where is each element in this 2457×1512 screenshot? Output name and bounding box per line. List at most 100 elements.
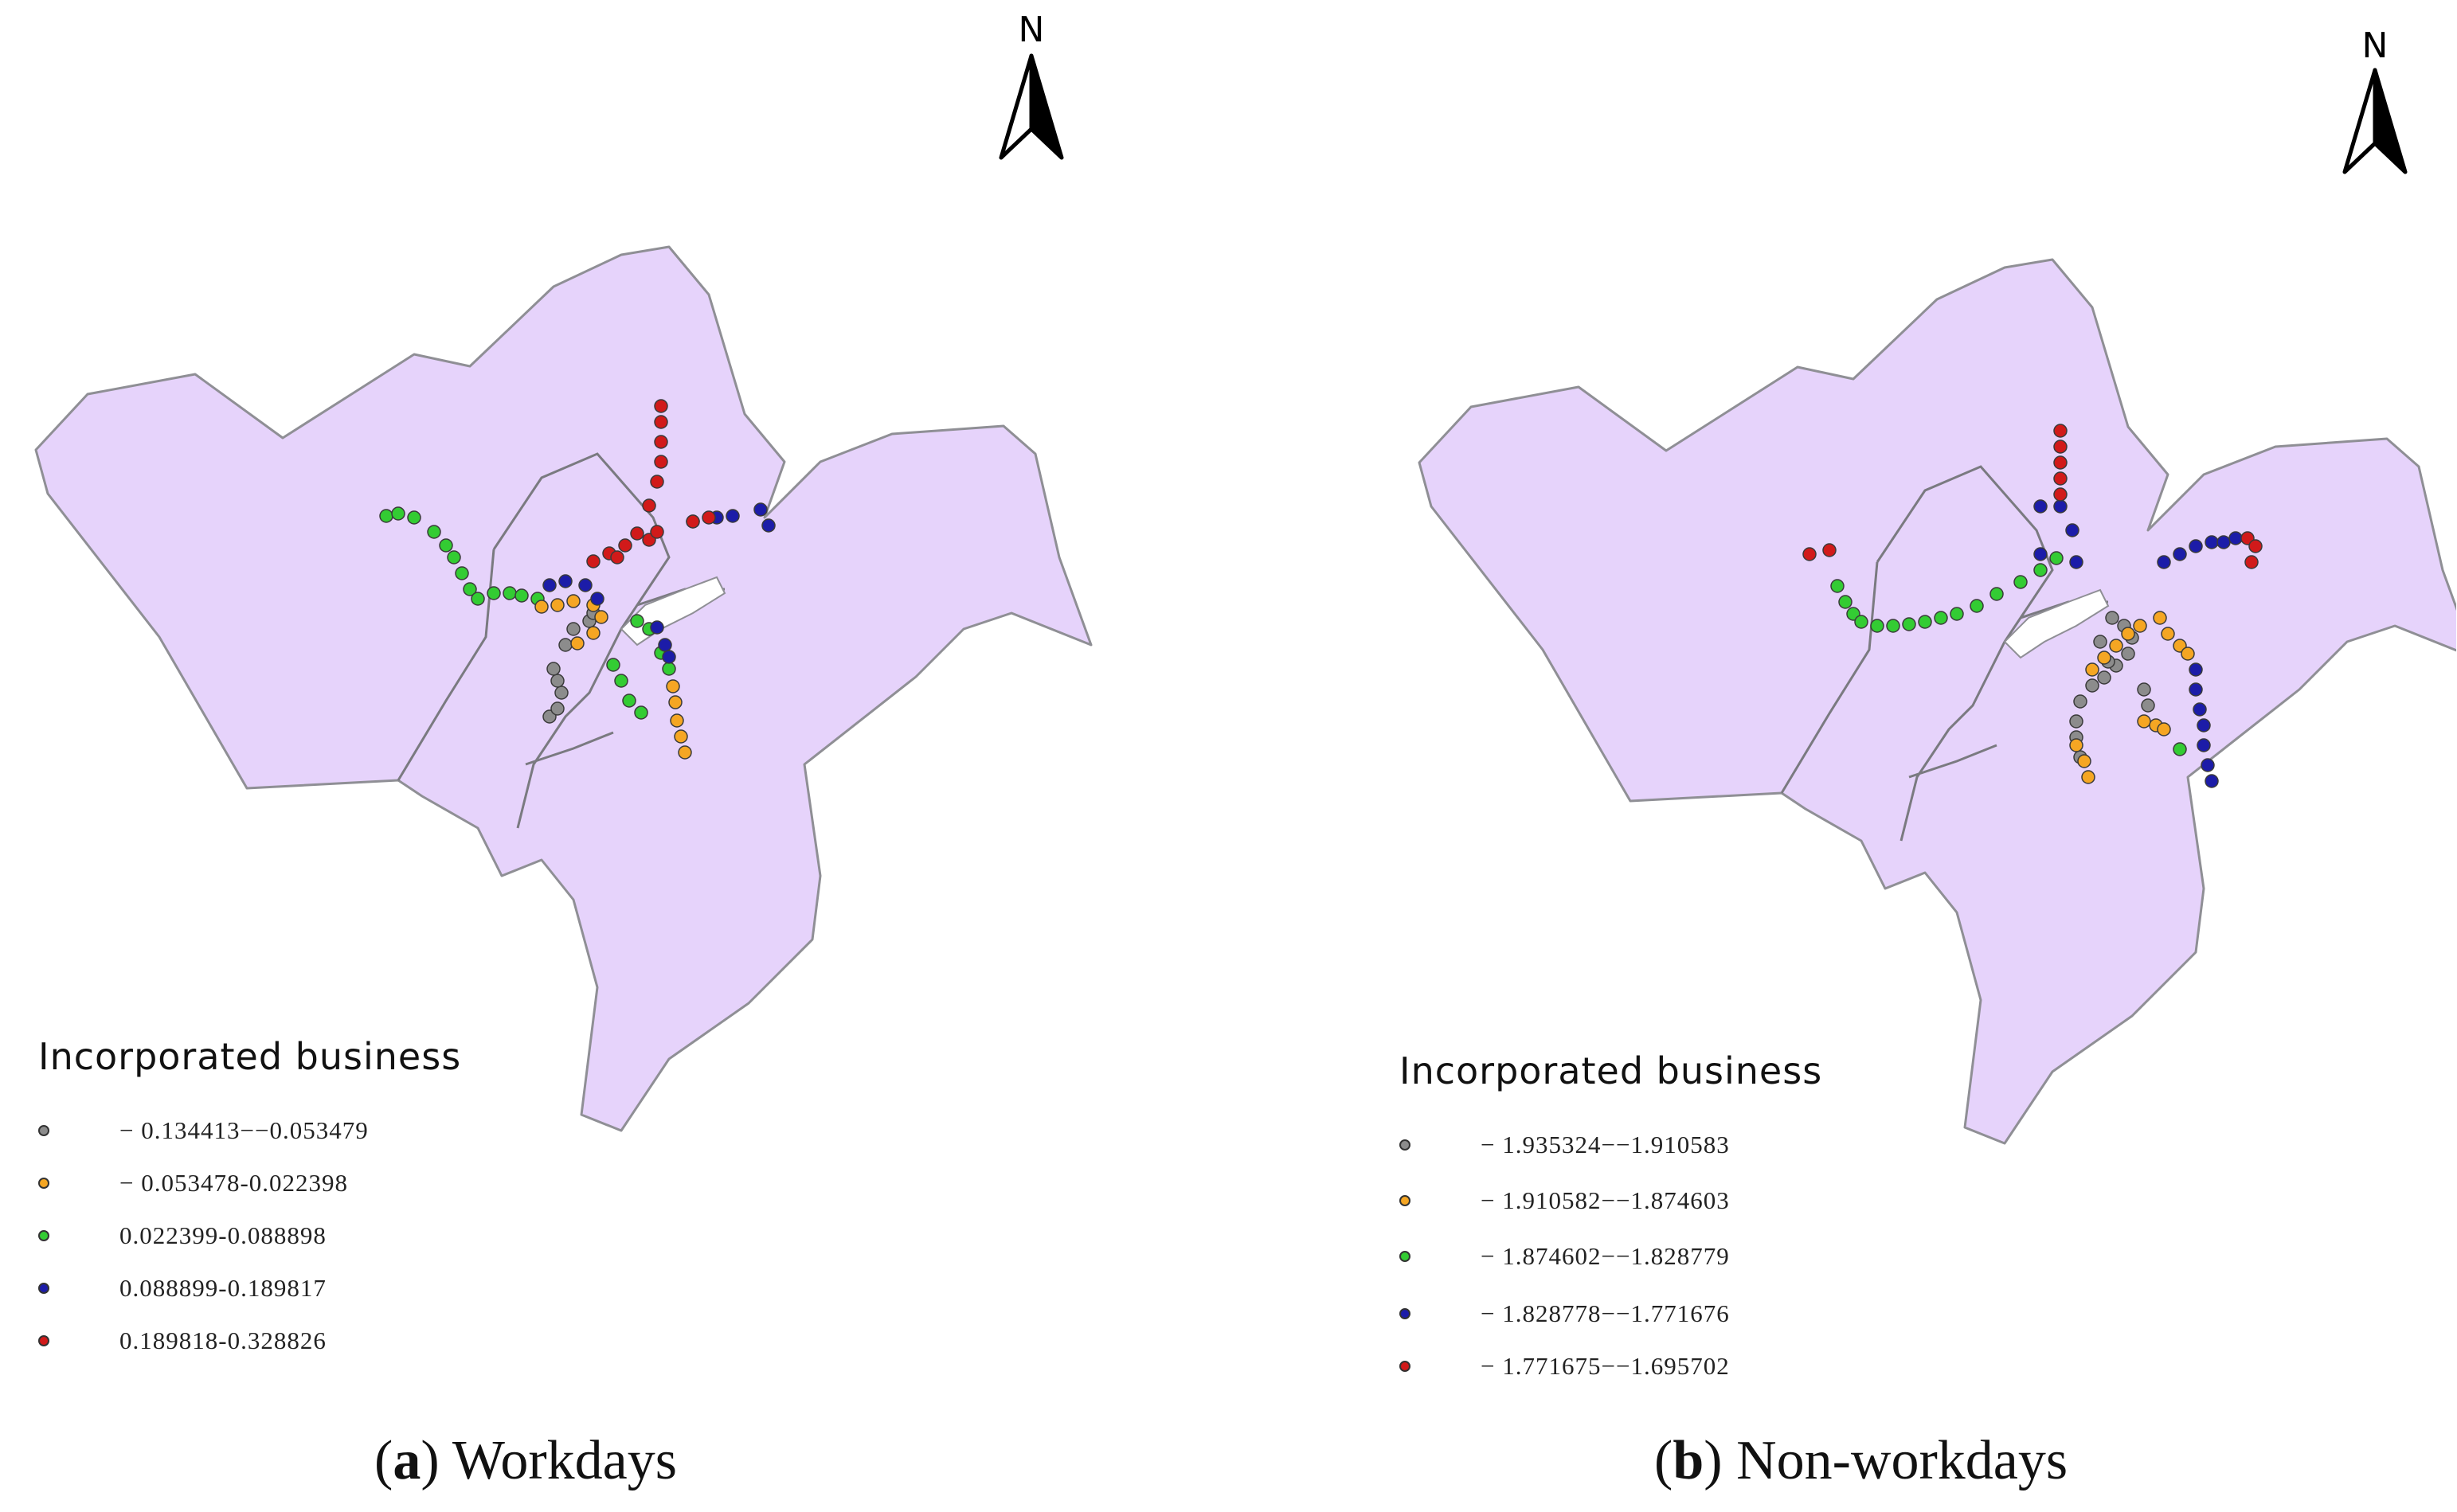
metro-station-point (2033, 547, 2048, 561)
metro-station-point (1902, 617, 1916, 631)
legend: Incorporated business − 1.935324−−1.9105… (1399, 1049, 1822, 1380)
metro-station-point (2077, 754, 2091, 768)
legend-swatch (38, 1283, 49, 1294)
metro-station-point (654, 435, 668, 449)
metro-station-point (586, 554, 601, 568)
metro-station-point (2097, 670, 2111, 685)
metro-station-point (2141, 698, 2155, 713)
metro-station-point (761, 518, 776, 533)
metro-station-point (630, 526, 644, 541)
metro-station-point (2216, 535, 2231, 549)
metro-station-point (2053, 455, 2068, 470)
metro-station-point (1802, 547, 1817, 561)
legend-swatch (1399, 1139, 1410, 1151)
metro-station-point (650, 475, 664, 489)
legend-item: 0.189818-0.328826 (38, 1325, 326, 1357)
map-canvas: N (34, 10, 1093, 1132)
metro-station-point (534, 600, 549, 614)
legend-label: 0.189818-0.328826 (119, 1326, 327, 1354)
north-arrow-left-half (2342, 68, 2377, 174)
metro-station-point (379, 509, 393, 523)
metro-station-point (668, 695, 683, 709)
legend-label: − 1.828778−−1.771676 (1481, 1299, 1730, 1327)
legend-label: 0.022399-0.088898 (119, 1221, 327, 1249)
map-panel-workdays: N Incorporated business − 0.134413−−0.05… (0, 0, 1228, 1512)
metro-station-point (2189, 662, 2203, 677)
metro-station-point (2085, 662, 2099, 677)
legend-swatch (1399, 1195, 1410, 1206)
metro-station-point (487, 586, 501, 600)
legend-item: − 1.910582−−1.874603 (1399, 1185, 1729, 1217)
metro-station-point (455, 566, 469, 580)
metro-station-point (654, 399, 668, 413)
map-canvas: N (1418, 25, 2456, 1145)
metro-station-point (1830, 579, 1845, 593)
legend-item: − 1.828778−−1.771676 (1399, 1298, 1729, 1330)
metro-station-point (670, 713, 684, 728)
legend-item: 0.088899-0.189817 (38, 1272, 326, 1304)
metro-station-point (447, 550, 461, 565)
metro-station-point (2069, 714, 2083, 729)
metro-station-point (2133, 619, 2147, 633)
legend: Incorporated business − 0.134413−−0.0534… (38, 1035, 461, 1354)
metro-station-point (2137, 714, 2151, 729)
metro-station-point (2049, 551, 2064, 565)
metro-station-point (1918, 615, 1932, 629)
metro-station-point (662, 650, 676, 664)
metro-station-point (678, 745, 692, 760)
metro-station-point (702, 510, 716, 525)
legend-swatch (1399, 1251, 1410, 1262)
metro-station-point (654, 415, 668, 429)
metro-stations (379, 399, 776, 760)
legend-label: − 1.874602−−1.828779 (1481, 1242, 1730, 1270)
metro-station-point (2053, 440, 2068, 454)
metro-station-point (606, 658, 620, 672)
metro-station-point (2161, 627, 2175, 641)
metro-station-point (2153, 611, 2167, 625)
legend-item: − 1.874602−−1.828779 (1399, 1240, 1729, 1272)
metro-station-point (1886, 619, 1900, 633)
metro-station-point (391, 506, 405, 521)
metro-station-point (1950, 607, 1964, 621)
metro-station-point (1970, 599, 1984, 613)
metro-station-point (554, 686, 569, 700)
metro-station-point (578, 578, 593, 592)
metro-station-point (642, 498, 656, 513)
metro-station-point (590, 592, 604, 606)
legend-item: − 0.134413−−0.053479 (38, 1115, 368, 1147)
metro-station-point (2248, 539, 2263, 553)
metro-station-point (650, 620, 664, 635)
map-panel-non-workdays: N Incorporated business − 1.935324−−1.91… (1228, 0, 2456, 1512)
metro-station-point (566, 594, 581, 608)
metro-stations (1802, 424, 2263, 788)
metro-station-point (1934, 611, 1948, 625)
metro-station-point (634, 705, 648, 720)
district-boundary (1908, 744, 1997, 779)
legend-label: − 1.910582−−1.874603 (1481, 1186, 1730, 1214)
legend-swatch (38, 1335, 49, 1346)
metro-station-point (463, 582, 477, 596)
metro-station-point (2093, 635, 2107, 649)
legend-item: − 1.935324−−1.910583 (1399, 1129, 1729, 1161)
legend-label: − 0.053478-0.022398 (119, 1169, 349, 1197)
metro-station-point (726, 509, 740, 523)
legend-label: − 1.771675−−1.695702 (1481, 1352, 1730, 1380)
metro-station-point (2121, 627, 2135, 641)
caption-letter: a (393, 1430, 421, 1491)
metro-station-point (471, 592, 485, 606)
metro-station-point (2228, 531, 2243, 545)
metro-station-point (2033, 499, 2048, 514)
metro-station-point (2244, 555, 2259, 569)
legend-label: − 0.134413−−0.053479 (119, 1116, 369, 1144)
metro-station-point (542, 578, 557, 592)
metro-station-point (558, 574, 573, 588)
metro-station-point (610, 550, 624, 565)
metro-station-point (2097, 651, 2111, 665)
metro-station-point (1989, 587, 2004, 601)
north-label: N (2362, 25, 2389, 66)
metro-station-point (2069, 738, 2083, 752)
metro-station-point (2109, 639, 2123, 653)
metro-station-point (503, 586, 517, 600)
metro-station-point (566, 622, 581, 636)
metro-station-point (1838, 595, 1853, 609)
